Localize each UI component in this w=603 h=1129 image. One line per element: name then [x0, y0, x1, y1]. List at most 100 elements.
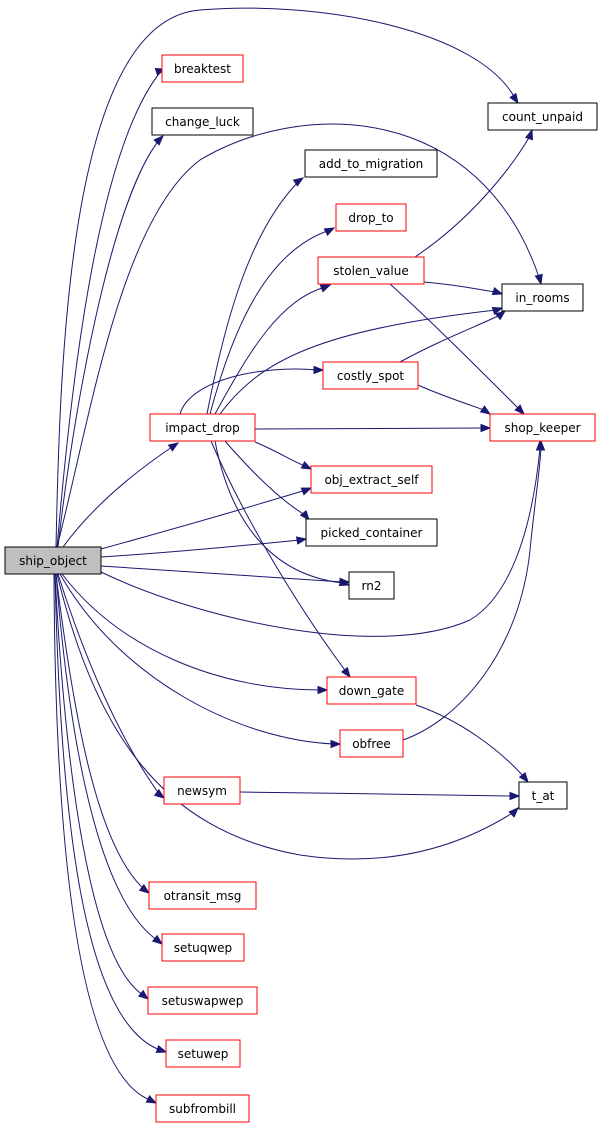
node-label: setuswapwep [162, 994, 244, 1008]
arrowhead-icon [508, 807, 519, 818]
node-setuwep[interactable]: setuwep [165, 1039, 241, 1068]
arrowhead-icon [534, 273, 543, 286]
node-label: change_luck [165, 115, 240, 129]
arrowhead-icon [155, 1044, 168, 1054]
node-t-at[interactable]: t_at [518, 781, 568, 810]
edge-impact-drop-to-picked-container [224, 440, 310, 522]
node-label: picked_container [321, 526, 423, 540]
arrowhead-icon [292, 177, 305, 187]
node-breaktest[interactable]: breaktest [161, 54, 244, 83]
edge-line [224, 440, 306, 516]
edge-ship-object-to-newsym [57, 573, 166, 799]
edge-line [57, 573, 161, 796]
node-label: count_unpaid [502, 110, 583, 124]
node-rn2[interactable]: rn2 [348, 571, 395, 600]
edge-line [59, 573, 335, 745]
arrowhead-icon [491, 286, 504, 296]
node-down-gate[interactable]: down_gate [326, 676, 417, 705]
edge-line [209, 229, 331, 415]
node-add-to-migration[interactable]: add_to_migration [304, 149, 438, 178]
edge-line [55, 7, 517, 548]
arrowhead-icon [300, 487, 313, 496]
edge-line [399, 314, 501, 363]
node-ship-object[interactable]: ship_object [4, 546, 102, 575]
edge-line [415, 704, 525, 778]
node-impact-drop[interactable]: impact_drop [149, 413, 256, 442]
node-count-unpaid[interactable]: count_unpaid [487, 102, 598, 131]
edge-impact-drop-to-drop-to [209, 227, 336, 415]
node-setuqwep[interactable]: setuqwep [161, 933, 245, 962]
arrowhead-icon [509, 92, 519, 105]
edge-line [56, 573, 515, 860]
arrowhead-icon [338, 577, 351, 587]
arrowhead-icon [491, 306, 504, 316]
node-drop-to[interactable]: drop_to [335, 203, 407, 232]
arrowhead-icon [295, 536, 308, 545]
node-newsym[interactable]: newsym [163, 776, 241, 805]
edge-line [414, 135, 531, 258]
edge-newsym-to-t-at [239, 791, 521, 801]
node-stolen-value[interactable]: stolen_value [317, 256, 425, 285]
edge-line [62, 444, 176, 548]
edge-costly-spot-to-shop-keeper [417, 384, 492, 415]
edge-line [100, 447, 541, 637]
edge-line [55, 573, 158, 941]
node-setuswapwep[interactable]: setuswapwep [147, 986, 258, 1015]
node-label: drop_to [348, 211, 393, 225]
edge-stolen-value-to-count-unpaid [414, 128, 534, 258]
node-change-luck[interactable]: change_luck [151, 107, 254, 136]
node-label: costly_spot [337, 369, 405, 383]
node-costly-spot[interactable]: costly_spot [322, 361, 419, 390]
arrowhead-icon [323, 227, 336, 237]
edge-line [423, 281, 497, 293]
edge-line [389, 283, 521, 411]
arrowhead-icon [330, 739, 342, 749]
node-shop-keeper[interactable]: shop_keeper [489, 413, 596, 442]
edge-impact-drop-to-down-gate [210, 440, 351, 679]
node-label: setuqwep [174, 941, 232, 955]
node-obfree[interactable]: obfree [339, 729, 404, 758]
edge-impact-drop-to-in-rooms [219, 306, 504, 415]
arrowhead-icon [138, 883, 151, 894]
edge-ship-object-to-down-gate [61, 573, 329, 695]
edge-line [57, 138, 161, 548]
edge-ship-object-to-in-rooms [56, 123, 543, 548]
arrowhead-icon [137, 989, 150, 1000]
node-label: obj_extract_self [324, 473, 419, 487]
edge-ship-object-to-impact-drop [62, 442, 180, 548]
node-obj-extract-self[interactable]: obj_extract_self [310, 465, 433, 494]
edge-ship-object-to-t-at [56, 573, 519, 860]
edge-impact-drop-to-stolen-value [214, 284, 332, 415]
edge-impact-drop-to-shop-keeper [254, 423, 492, 433]
edge-impact-drop-to-add-to-migration [206, 177, 305, 415]
arrowhead-icon [145, 1094, 158, 1104]
edge-line [214, 286, 326, 415]
node-label: breaktest [174, 62, 231, 76]
edge-ship-object-to-count-unpaid [55, 7, 519, 548]
node-label: down_gate [339, 684, 404, 698]
arrowhead-icon [317, 685, 329, 695]
node-in-rooms[interactable]: in_rooms [501, 283, 584, 312]
arrowhead-icon [509, 791, 521, 801]
edges-layer [53, 7, 546, 1104]
edge-line [61, 573, 322, 691]
nodes-layer: ship_object breaktest change_luck count_… [4, 54, 598, 1123]
node-otransit-msg[interactable]: otransit_msg [148, 881, 257, 910]
edge-ship-object-to-setuwep [54, 573, 168, 1054]
node-label: in_rooms [515, 291, 569, 305]
edge-down-gate-to-t-at [415, 704, 529, 784]
arrowhead-icon [151, 934, 164, 945]
edge-line [100, 539, 301, 558]
arrowhead-icon [299, 509, 310, 522]
edge-costly-spot-to-in-rooms [399, 310, 507, 363]
edge-stolen-value-to-in-rooms [423, 281, 504, 296]
node-picked-container[interactable]: picked_container [305, 518, 438, 547]
edge-line [239, 791, 514, 797]
node-subfrombill[interactable]: subfrombill [155, 1094, 250, 1123]
node-label: obfree [352, 737, 391, 751]
edge-ship-object-to-breaktest [56, 67, 167, 548]
edge-obfree-to-shop-keeper [402, 439, 546, 741]
arrowhead-icon [319, 284, 332, 293]
edge-impact-drop-to-costly-spot [179, 365, 325, 415]
edge-line [254, 427, 485, 430]
